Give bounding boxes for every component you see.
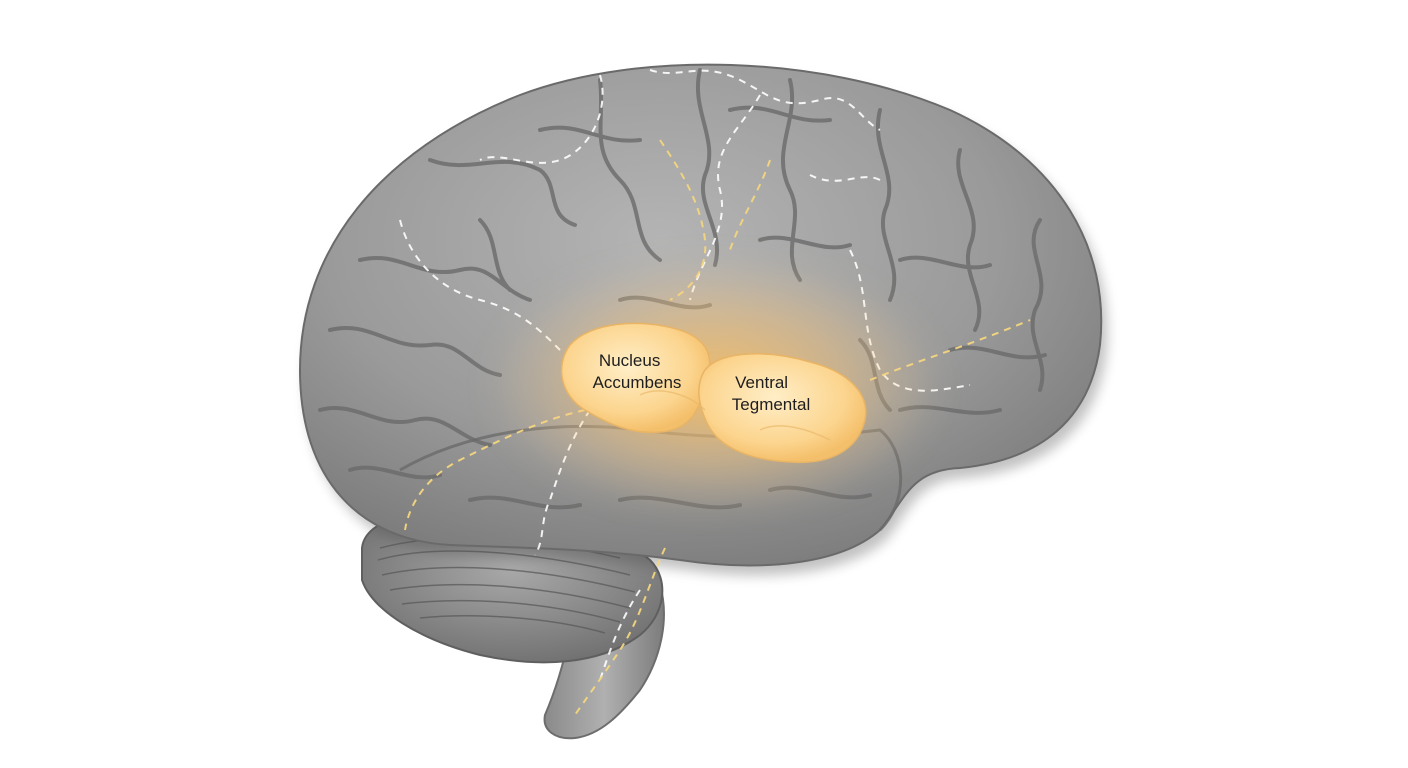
- nucleus-accumbens-region: [560, 322, 711, 434]
- ventral-tegmental-label-line2: Tegmental: [732, 395, 810, 414]
- nucleus-accumbens-label-line1: Nucleus: [599, 351, 660, 370]
- ventral-tegmental-region: [698, 353, 867, 464]
- ventral-tegmental-label-line1: Ventral: [735, 373, 788, 392]
- nucleus-accumbens-label: Nucleus Accumbens: [593, 351, 682, 392]
- ventral-tegmental-label: Ventral Tegmental: [732, 373, 810, 414]
- nucleus-accumbens-label-line2: Accumbens: [593, 373, 682, 392]
